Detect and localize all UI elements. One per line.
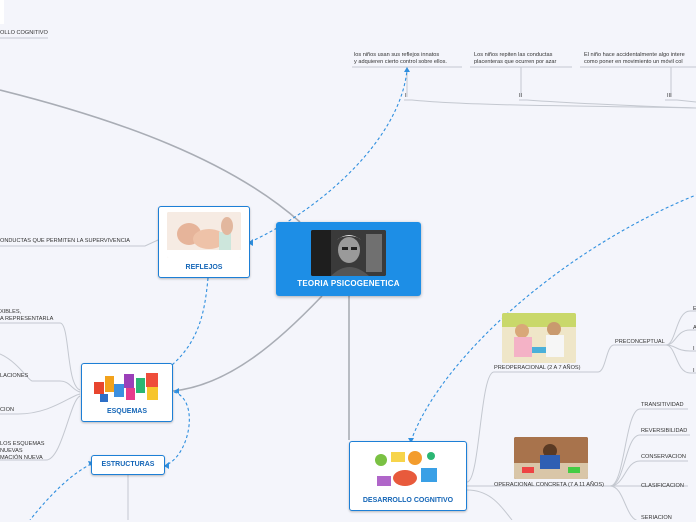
label-cion: CION xyxy=(0,407,14,413)
preoperacional-image xyxy=(502,313,576,363)
label-preoperacional: PREOPERACIONAL (2 A 7 AÑOS) xyxy=(494,365,581,371)
reflex-stage-1-text: los niños usan sus reflejos innatos y ad… xyxy=(354,52,447,65)
corner-mark xyxy=(0,0,4,24)
concrete-item-seriacion: SERIACION xyxy=(641,515,672,521)
letters-image xyxy=(90,368,164,404)
concrete-item-conservacion: CONSERVACION xyxy=(641,454,686,460)
node-reflejos-title: REFLEJOS xyxy=(185,264,223,271)
top-left-label: OLLO COGNITIVO xyxy=(0,30,48,36)
baby-image xyxy=(167,212,241,258)
central-topic-title: TEORIA PSICOGENETICA xyxy=(297,279,400,288)
central-portrait-image xyxy=(311,230,386,276)
preconceptual-item-4: I xyxy=(693,368,695,374)
reflex-stage-2-numeral: II xyxy=(519,93,523,99)
central-topic[interactable]: TEORIA PSICOGENETICA xyxy=(276,222,421,296)
node-estructuras[interactable]: ESTRUCTURAS xyxy=(91,455,165,475)
reflex-stage-3-text: El niño hace accidentalmente algo intere… xyxy=(584,52,685,65)
node-desarrollo-title: DESARROLLO COGNITIVO xyxy=(362,497,454,504)
preconceptual-item-3: I xyxy=(693,346,695,352)
reflex-stage-3-numeral: III xyxy=(667,93,672,99)
label-flexibles: XIBLES, A REPRESENTARLA xyxy=(0,309,54,322)
preconceptual-item-1: E xyxy=(693,306,696,312)
label-esquemas-nuevos: LOS ESQUEMAS NUEVAS MACIÓN NUEVA xyxy=(0,441,45,461)
label-operacional-concreta: OPERACIONAL CONCRETA (7 A 11 AÑOS) xyxy=(494,482,604,488)
connector-central-esquemas xyxy=(172,295,323,392)
node-estructuras-title: ESTRUCTURAS xyxy=(101,461,155,468)
preconceptual-item-2: A xyxy=(693,325,696,331)
label-supervivencia: ONDUCTAS QUE PERMITEN LA SUPERVIVENCIA xyxy=(0,238,131,244)
reflex-stage-1-numeral: I xyxy=(405,93,407,99)
node-esquemas[interactable]: ESQUEMAS xyxy=(81,363,173,422)
concrete-item-reversibilidad: REVERSIBILIDAD xyxy=(641,428,688,434)
operacional-concreta-image xyxy=(514,437,588,479)
label-relaciones: LACIONES xyxy=(0,373,29,379)
node-reflejos[interactable]: REFLEJOS xyxy=(158,206,250,278)
concrete-item-transitividad: TRANSITIVIDAD xyxy=(641,402,684,408)
node-esquemas-title: ESQUEMAS xyxy=(106,408,148,415)
reflex-stage-2-text: Los niños repiten las conductas placente… xyxy=(474,52,557,65)
connector-topleft-central xyxy=(0,89,301,223)
node-desarrollo-cognitivo[interactable]: DESARROLLO COGNITIVO xyxy=(349,441,467,511)
concrete-item-clasificacion: CLASIFICACION xyxy=(641,483,684,489)
kids-illustration-image xyxy=(371,446,445,492)
label-preconceptual: PRECONCEPTUAL xyxy=(615,339,665,345)
